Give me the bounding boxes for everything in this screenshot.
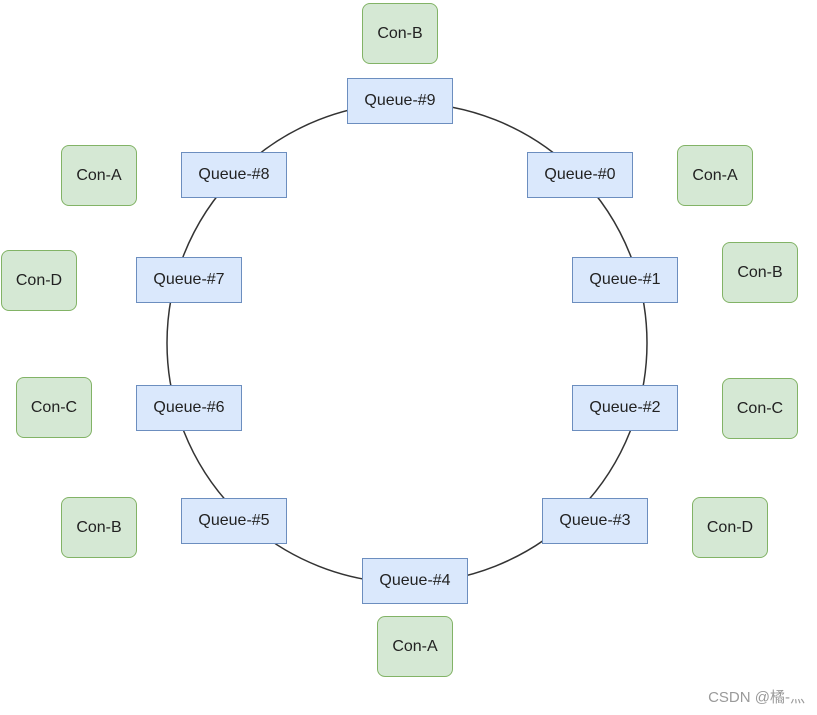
queue-node-6: Queue-#6 bbox=[136, 385, 242, 431]
consumer-node-3: Con-D bbox=[692, 497, 768, 558]
consumer-node-6: Con-C bbox=[16, 377, 92, 438]
queue-node-8: Queue-#8 bbox=[181, 152, 287, 198]
consumer-node-2: Con-C bbox=[722, 378, 798, 439]
consumer-node-1: Con-B bbox=[722, 242, 798, 303]
queue-node-0: Queue-#0 bbox=[527, 152, 633, 198]
queue-node-2: Queue-#2 bbox=[572, 385, 678, 431]
consumer-node-7: Con-D bbox=[1, 250, 77, 311]
queue-node-7: Queue-#7 bbox=[136, 257, 242, 303]
queue-node-9: Queue-#9 bbox=[347, 78, 453, 124]
consumer-node-0: Con-A bbox=[677, 145, 753, 206]
queue-node-4: Queue-#4 bbox=[362, 558, 468, 604]
consumer-node-8: Con-A bbox=[61, 145, 137, 206]
csdn-watermark: CSDN @橘-灬 bbox=[708, 689, 805, 706]
queue-node-1: Queue-#1 bbox=[572, 257, 678, 303]
consumer-node-9: Con-B bbox=[362, 3, 438, 64]
consumer-node-5: Con-B bbox=[61, 497, 137, 558]
consumer-node-4: Con-A bbox=[377, 616, 453, 677]
queue-node-5: Queue-#5 bbox=[181, 498, 287, 544]
queue-node-3: Queue-#3 bbox=[542, 498, 648, 544]
